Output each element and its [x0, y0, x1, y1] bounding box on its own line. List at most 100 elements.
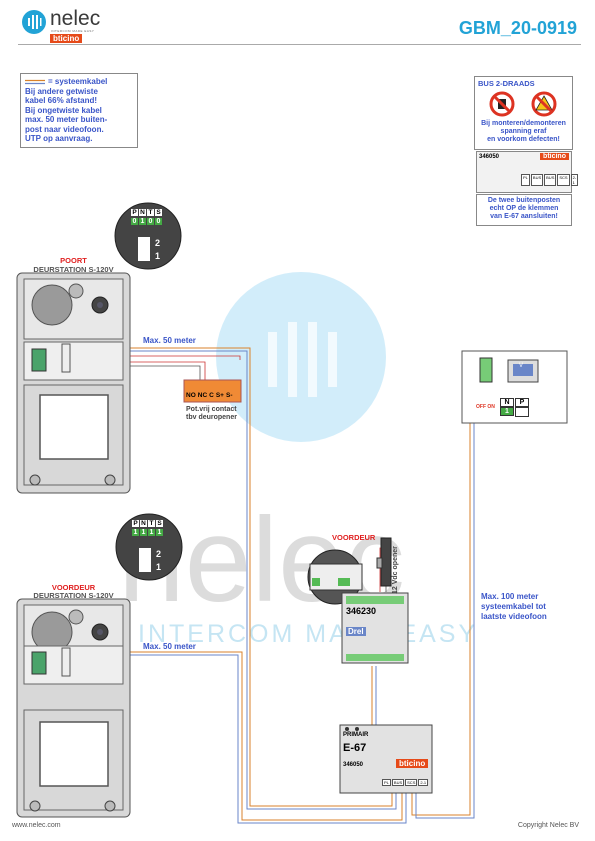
terminal-label: PL — [382, 779, 391, 786]
module-346230-mode: Drel — [346, 627, 366, 636]
dip-value: 1 — [140, 529, 147, 536]
dip-value: 1 — [156, 529, 163, 536]
partner-logo: bticino — [50, 34, 83, 43]
brand-tagline: INTERCOM MADE EASY — [51, 29, 95, 33]
relay-terminal-label: NO — [186, 392, 196, 399]
dip-header: P — [132, 520, 139, 527]
footer-website: www.nelec.com — [12, 822, 61, 829]
videophone-switch-label: OFF ON — [476, 404, 495, 410]
dip-value: 1 — [500, 407, 514, 416]
terminal-label: BUS — [530, 174, 544, 186]
videophone-screen-label: V — [519, 363, 524, 369]
dip-values-voordeur: 1 1 1 1 — [132, 529, 163, 536]
relay-caption-line: Pot.vrij contact — [186, 406, 237, 413]
detail-title-voordeur: VOORDEUR — [332, 533, 376, 542]
legend-title: = systeemkabel — [48, 77, 108, 86]
e67-brand: bticino — [396, 759, 429, 768]
module-346230-code: 346230 — [346, 606, 377, 616]
info-line: van E-67 aansluiten! — [490, 213, 558, 220]
legend-line: Bij andere getwiste — [25, 86, 98, 96]
info-line: echt OP de klemmen — [489, 205, 559, 212]
dip-values-poort: 0 1 0 0 — [131, 218, 162, 225]
switch-position: 2 — [156, 549, 162, 559]
dip-header: N — [140, 520, 147, 527]
warning-text: Bij monteren/demonteren spanning eraf en… — [475, 120, 572, 144]
cable-note-line: laatste videofoon — [481, 612, 547, 621]
relay-terminal-label: NC — [197, 392, 208, 399]
opener-label: 12 Vdc opener — [392, 546, 399, 594]
cable-length-top: Max. 50 meter — [143, 336, 196, 345]
cable-voordeur — [90, 651, 407, 824]
switch-labels-poort: 2 1 — [155, 237, 160, 263]
switch-position: 1 — [156, 562, 162, 572]
dip-value: 0 — [131, 218, 138, 225]
terminal-label: SCS — [405, 779, 418, 786]
dip-header: N — [139, 209, 146, 216]
module-brand: bticino — [540, 153, 569, 160]
selector-switch — [138, 237, 150, 261]
document-number: GBM_20-0919 — [458, 18, 577, 38]
dip-headers-voordeur: P N T S — [132, 520, 163, 527]
relay-terminal-block — [183, 379, 242, 403]
relay-terminal-label: C — [209, 392, 214, 399]
station-model-voordeur: DEURSTATION S-120V — [33, 591, 114, 600]
videophone-dip: N 1 P — [500, 398, 529, 417]
terminal-label: BUS — [391, 779, 405, 786]
module-code: 346050 — [479, 154, 500, 160]
legend-line: kabel 66% afstand! — [25, 96, 98, 105]
brand-name: nelec — [50, 7, 101, 30]
relay-terminal-label: S+ — [215, 392, 224, 399]
watermark-circle — [216, 272, 386, 442]
dip-value: 1 — [139, 218, 146, 225]
e67-name: E-67 — [343, 742, 367, 754]
door-station-poort — [16, 272, 131, 494]
station-model-poort: DEURSTATION S-120V — [33, 265, 114, 274]
warning-title: BUS 2-DRAADS — [478, 79, 535, 88]
legend-line: Bij ongetwiste kabel — [25, 105, 102, 115]
dip-headers-poort: P N T S — [131, 209, 162, 216]
watermark-tagline: INTERCOM MADE EASY — [138, 620, 479, 648]
selector-switch — [139, 548, 151, 572]
terminal-label: PL — [521, 174, 530, 186]
legend-line: max. 50 meter buiten- — [25, 115, 108, 124]
nelec-logo-icon — [22, 10, 46, 34]
header-divider — [18, 44, 581, 45]
relay-caption-line: tbv deuropener — [186, 414, 237, 421]
terminal-label: BUS — [544, 174, 557, 186]
dip-header: N — [500, 398, 514, 407]
warning-line: Bij monteren/demonteren — [481, 120, 566, 127]
dip-header: P — [131, 209, 138, 216]
relay-terminal-label: S- — [225, 392, 233, 399]
switch-position: 2 — [155, 238, 161, 248]
dip-value — [515, 407, 529, 417]
footer-copyright: Copyright Nelec BV — [517, 822, 579, 829]
warning-line: spanning eraf — [500, 128, 547, 135]
no-plug-icon — [489, 91, 515, 122]
e67-code: 346050 — [343, 762, 364, 768]
dip-header: S — [156, 520, 163, 527]
cable-legend-note: = systeemkabel Bij andere getwiste kabel… — [20, 73, 138, 148]
no-voltage-icon — [531, 91, 557, 122]
dip-header: P — [515, 398, 529, 407]
door-station-voordeur — [16, 598, 131, 818]
dip-value: 0 — [155, 218, 162, 225]
cable-length-bottom: Max. 50 meter — [143, 642, 196, 651]
relay-caption: Pot.vrij contact tbv deuropener — [186, 406, 237, 422]
e67-terminals: PL BUS SCS 2-1 — [382, 779, 429, 786]
terminal-label: 2-1 — [570, 174, 579, 186]
dip-header: T — [148, 520, 155, 527]
info-line: De twee buitenposten — [487, 197, 561, 204]
station-name-voordeur: VOORDEUR — [51, 583, 96, 592]
e67-label-top: PRIMAIR — [343, 732, 369, 738]
terminal-label: 2-1 — [418, 779, 429, 786]
dip-header: S — [155, 209, 162, 216]
relay-terminals: NO NC C S+ S- — [186, 392, 232, 399]
legend-line: UTP op aanvraag. — [25, 134, 93, 143]
warning-line: en voorkom defecten! — [487, 136, 560, 143]
switch-labels-voordeur: 2 1 — [156, 548, 161, 574]
module-terminals: PL BUS BUS SCS 2-1 — [521, 174, 579, 186]
dip-value: 1 — [132, 529, 139, 536]
module-346050-mini: 346050 bticino PL BUS BUS SCS 2-1 — [476, 151, 579, 193]
cable-note-line: Max. 100 meter — [481, 592, 539, 601]
terminal-label: SCS — [557, 174, 570, 186]
